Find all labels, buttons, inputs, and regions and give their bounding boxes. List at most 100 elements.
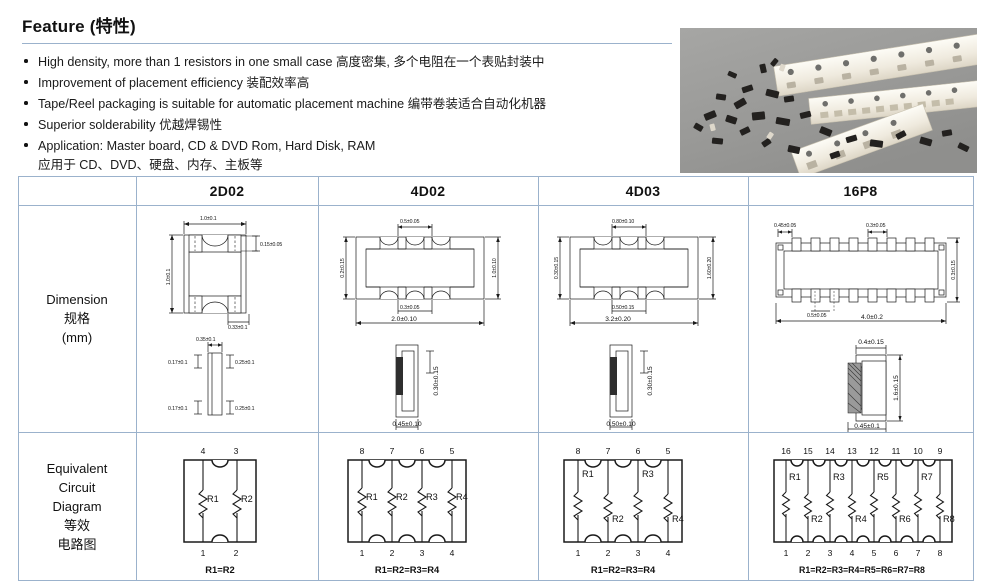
dim-2d02-top-height: 1.0±0.1 bbox=[166, 269, 172, 286]
feature-list: High density, more than 1 resistors in o… bbox=[22, 53, 680, 175]
dim-4d03-pitch-top: 0.80±0.10 bbox=[612, 219, 634, 225]
resistor-label: R3 bbox=[833, 472, 845, 482]
pin-label: 3 bbox=[420, 548, 425, 558]
dim-16p8-length: 4.0±0.2 bbox=[861, 314, 883, 321]
pin-label: 10 bbox=[913, 446, 923, 456]
dim-2d02-side-right-top: 0.25±0.1 bbox=[235, 360, 255, 366]
pin-label: 1 bbox=[576, 548, 581, 558]
column-header-16p8: 16P8 bbox=[843, 182, 878, 199]
pin-label: 7 bbox=[390, 446, 395, 456]
pin-label: 6 bbox=[420, 446, 425, 456]
dim-4d02-side-width: 0.45±0.10 bbox=[392, 421, 422, 428]
resistor-label: R2 bbox=[811, 514, 823, 524]
resistor-label: R2 bbox=[612, 514, 624, 524]
dim-4d03-left-height: 0.30±0.15 bbox=[554, 257, 560, 279]
resistor-label: R2 bbox=[241, 494, 253, 504]
resistor-label: R2 bbox=[396, 492, 408, 502]
resistor-label: R1 bbox=[789, 472, 801, 482]
pin-label: 11 bbox=[892, 446, 901, 456]
dim-16p8-height: 0.3±0.15 bbox=[951, 260, 957, 280]
dim-2d02-side-left-top: 0.17±0.1 bbox=[168, 360, 188, 366]
pin-label: 5 bbox=[872, 548, 877, 558]
circuit-equation: R1=R2=R3=R4 bbox=[375, 564, 440, 575]
dim-4d02-pitch-top: 0.5±0.05 bbox=[400, 219, 420, 225]
pin-label: 6 bbox=[636, 446, 641, 456]
feature-item: Improvement of placement efficiency 装配效率… bbox=[22, 74, 680, 93]
pin-label: 4 bbox=[201, 446, 206, 456]
title-divider bbox=[22, 43, 672, 44]
pin-label: 8 bbox=[576, 446, 581, 456]
pin-label: 2 bbox=[606, 548, 611, 558]
column-header-4d03: 4D03 bbox=[625, 182, 661, 199]
row-label-line: Circuit bbox=[58, 479, 96, 495]
pin-label: 8 bbox=[360, 446, 365, 456]
pin-label: 1 bbox=[360, 548, 365, 558]
resistor-label: R4 bbox=[456, 492, 468, 502]
row-label-line: 等效 bbox=[63, 517, 90, 533]
feature-text: Superior solderability 优越焊锡性 bbox=[38, 118, 223, 133]
dim-4d02-right-height: 1.0±0.10 bbox=[492, 258, 498, 278]
dim-4d02-left-height: 0.2±0.15 bbox=[340, 258, 346, 278]
feature-section: Feature (特性) High density, more than 1 r… bbox=[0, 0, 680, 178]
dim-2d02-pad-thickness: 0.15±0.05 bbox=[260, 242, 282, 248]
pin-label: 4 bbox=[450, 548, 455, 558]
circuit-diagram-4d03: 8 7 6 5 bbox=[538, 432, 748, 580]
pin-label: 2 bbox=[390, 548, 395, 558]
circuit-diagram-2d02: 4 3 R1 R2 1 2 R1= bbox=[136, 432, 318, 580]
dim-16p8-side-top-width: 0.4±0.15 bbox=[858, 339, 884, 346]
pin-label: 3 bbox=[828, 548, 833, 558]
pin-label: 6 bbox=[894, 548, 899, 558]
dim-16p8-side-bottom-width: 0.45±0.1 bbox=[854, 423, 880, 430]
dim-4d03-side-height: 0.30±0.15 bbox=[647, 366, 654, 396]
feature-item: Superior solderability 优越焊锡性 bbox=[22, 116, 680, 135]
bullet-icon bbox=[24, 80, 28, 84]
dimension-drawing-16p8: 0.45±0.05 0.3±0.05 0.3±0.15 0.5±0.05 4.0… bbox=[748, 205, 973, 432]
table-gridlines bbox=[18, 176, 974, 581]
resistor-label: R1 bbox=[207, 494, 219, 504]
resistor-label: R1 bbox=[582, 469, 594, 479]
row-label-line: Dimension bbox=[46, 292, 108, 307]
row-label-line: Equivalent bbox=[46, 460, 108, 476]
circuit-diagram-16p8: 16 15 14 13 12 11 10 9 bbox=[748, 432, 973, 580]
pin-label: 9 bbox=[938, 446, 943, 456]
table-header-corner bbox=[18, 176, 136, 205]
dimension-drawing-2d02: 1.0±0.1 1.0±0.1 0.15±0.05 0.33±0.1 bbox=[136, 205, 318, 432]
dim-16p8-side-height: 1.6±0.15 bbox=[893, 375, 900, 401]
pin-label: 2 bbox=[806, 548, 811, 558]
resistor-label: R5 bbox=[877, 472, 889, 482]
pin-label: 1 bbox=[784, 548, 789, 558]
feature-text: Tape/Reel packaging is suitable for auto… bbox=[38, 97, 547, 112]
dim-4d02-length: 2.0±0.10 bbox=[391, 316, 417, 323]
pin-label: 2 bbox=[234, 548, 239, 558]
row-label-line: 电路图 bbox=[57, 536, 97, 552]
pin-label: 4 bbox=[850, 548, 855, 558]
dim-2d02-top-width: 1.0±0.1 bbox=[200, 216, 217, 222]
dim-4d03-side-width: 0.50±0.10 bbox=[606, 421, 636, 428]
resistor-label: R6 bbox=[899, 514, 911, 524]
column-header-4d02: 4D02 bbox=[410, 182, 446, 199]
feature-item: High density, more than 1 resistors in o… bbox=[22, 53, 680, 72]
row-label-line: 规格 bbox=[63, 311, 90, 326]
specification-table: 2D02 4D02 4D03 16P8 Dimension 规格 (mm) Eq… bbox=[18, 176, 974, 581]
resistor-label: R8 bbox=[943, 514, 955, 524]
feature-item: Tape/Reel packaging is suitable for auto… bbox=[22, 95, 680, 114]
bullet-icon bbox=[24, 59, 28, 63]
column-header-2d02: 2D02 bbox=[209, 182, 245, 199]
circuit-equation: R1=R2=R3=R4=R5=R6=R7=R8 bbox=[799, 565, 925, 575]
pin-label: 8 bbox=[938, 548, 943, 558]
pin-label: 13 bbox=[847, 446, 857, 456]
resistor-label: R7 bbox=[921, 472, 933, 482]
dim-4d02-pad-width: 0.3±0.05 bbox=[400, 305, 420, 311]
pin-label: 14 bbox=[825, 446, 835, 456]
resistor-label: R3 bbox=[426, 492, 438, 502]
pin-label: 5 bbox=[666, 446, 671, 456]
pin-label: 16 bbox=[781, 446, 791, 456]
feature-title: Feature (特性) bbox=[22, 17, 136, 36]
dim-16p8-pad-width: 0.3±0.05 bbox=[866, 223, 886, 229]
row-label-equivalent-circuit: Equivalent Circuit Diagram 等效 电路图 bbox=[18, 432, 136, 580]
resistor-label: R3 bbox=[642, 469, 654, 479]
bullet-icon bbox=[24, 143, 28, 147]
pin-label: 4 bbox=[666, 548, 671, 558]
dim-2d02-side-left-bottom: 0.17±0.1 bbox=[168, 406, 188, 412]
